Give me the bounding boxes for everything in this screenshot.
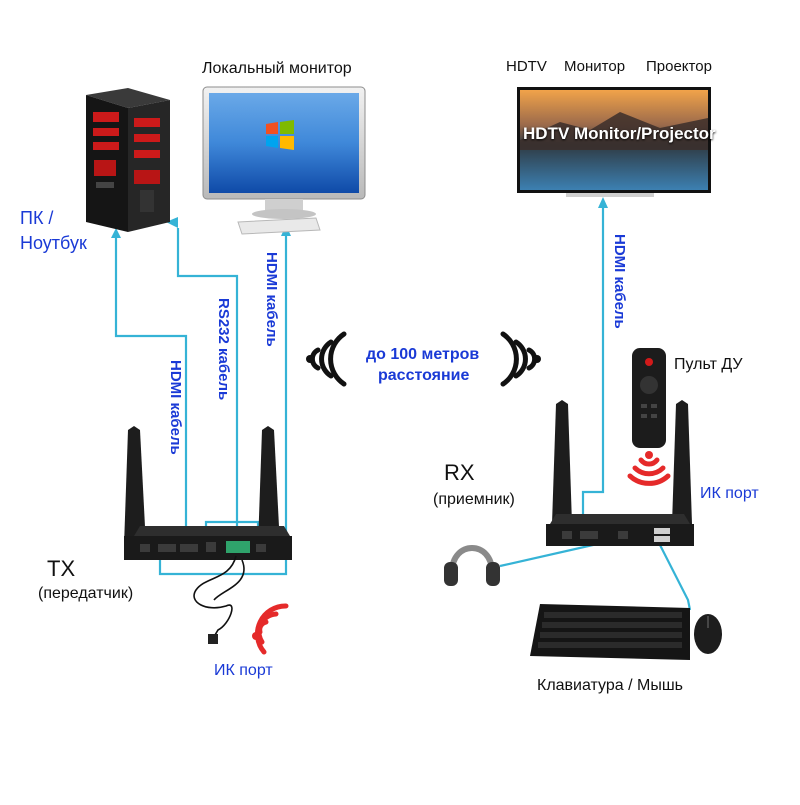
antenna-icon (124, 426, 146, 546)
wireless-signal-icon (255, 603, 289, 655)
distance-label-line2: расстояние (378, 367, 470, 384)
arrow-pc-hdmi (111, 228, 121, 238)
rs232-cable-label: RS232 кабель (215, 298, 232, 401)
signal-dot-right (533, 355, 541, 363)
antenna-icon (672, 400, 692, 524)
monitor-label: Монитор (564, 58, 626, 75)
remote-icon (632, 348, 666, 448)
cable-hdmi-rx-tv (581, 205, 605, 522)
tx-sub-label: (передатчик) (38, 585, 134, 602)
pc-label-line1: ПК / (20, 208, 54, 228)
hdmi-cable-rx-label: HDMI кабель (611, 234, 628, 329)
rx-label: RX (444, 460, 475, 485)
wireless-signal-icon (627, 457, 671, 486)
keyboard-icon (530, 604, 690, 660)
tx-device-icon (124, 426, 292, 560)
hdmi-cable-monitor-label: HDMI кабель (263, 252, 280, 347)
cable-arrows (111, 197, 608, 238)
ir-receiver-icon (193, 555, 245, 641)
ir-port-tx-label: ИК порт (214, 662, 273, 679)
signal-dot-left (306, 355, 314, 363)
remote-label: Пульт ДУ (674, 356, 743, 373)
antenna-icon (552, 400, 572, 524)
ir-signal-dot-rx (645, 451, 653, 459)
projector-label: Проектор (646, 58, 712, 75)
cable-keyboard (659, 544, 692, 611)
hdmi-cable-tx-label: HDMI кабель (167, 360, 184, 455)
monitor-icon (202, 86, 366, 235)
distance-label-line1: до 100 метров (366, 346, 480, 363)
pc-tower-icon (86, 88, 170, 232)
ir-port-rx-label: ИК порт (700, 485, 759, 502)
cable-rs232 (176, 228, 239, 528)
local-monitor-label: Локальный монитор (202, 60, 352, 77)
tv-screen-text: HDTV Monitor/Projector (523, 124, 716, 143)
keyboard-mouse-label: Клавиатура / Мышь (537, 677, 683, 694)
ir-signal-dot-tx (252, 632, 260, 640)
hdtv-label: HDTV (506, 58, 547, 75)
pc-label-line2: Ноутбук (20, 233, 87, 253)
tv-icon (517, 87, 711, 197)
arrow-pc-rs232 (166, 217, 178, 228)
cable-hdmi-pc-tx (114, 235, 188, 540)
ir-receiver-head (208, 634, 218, 644)
antenna-icon (258, 426, 280, 546)
headphones-icon (444, 545, 500, 586)
rx-device-icon (546, 400, 694, 546)
mouse-icon (694, 614, 722, 654)
arrow-tv-hdmi (598, 197, 608, 208)
rx-sub-label: (приемник) (433, 491, 515, 508)
tx-label: TX (47, 556, 76, 581)
